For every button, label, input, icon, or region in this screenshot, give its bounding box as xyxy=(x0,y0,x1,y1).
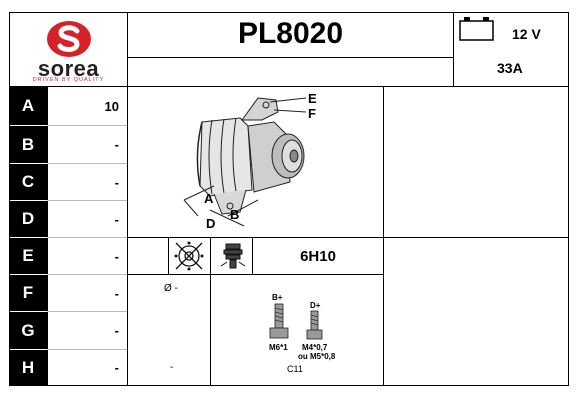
row-label-a: A xyxy=(9,87,47,125)
alternator-drawing: E F A B D xyxy=(183,91,317,231)
part-number: PL8020 xyxy=(237,17,344,50)
d-plus-label: D+ xyxy=(310,301,321,310)
b-plus-bolt-icon xyxy=(269,303,289,339)
label-f: F xyxy=(308,106,316,121)
label-a: A xyxy=(204,191,214,206)
row-value-d: - xyxy=(114,211,119,227)
b-plus-label: B+ xyxy=(272,293,283,302)
voltage-value: 12 V xyxy=(512,26,541,42)
battery-icon xyxy=(459,17,494,41)
row-value-a: 10 xyxy=(104,98,119,114)
dimension-labels: E F A B D xyxy=(204,91,317,231)
b-plus-thread: M6*1 xyxy=(269,343,288,352)
pulley-code: 6H10 xyxy=(300,248,336,265)
row-label-g: G xyxy=(9,312,47,349)
d-plus-bolt-icon xyxy=(306,310,323,340)
row-label-b: B xyxy=(9,126,47,163)
row-label-c: C xyxy=(9,164,47,200)
label-e: E xyxy=(308,91,317,106)
row-value-h: - xyxy=(114,360,119,375)
row-value-b: - xyxy=(114,137,119,152)
label-d: D xyxy=(206,216,215,231)
pulley-crossed-icon xyxy=(174,241,204,271)
row-label-e: E xyxy=(9,238,47,274)
row-value-e: - xyxy=(114,248,119,264)
brand-name: sorea xyxy=(37,56,100,81)
brand-tagline: DRIVEN BY QUALITY xyxy=(32,77,105,83)
row-label-h: H xyxy=(9,350,47,385)
row-value-c: - xyxy=(114,174,119,190)
diameter-value: Ø - xyxy=(164,283,178,294)
h-column-value: - xyxy=(170,362,174,373)
row-value-f: - xyxy=(114,285,119,301)
pulley-side-icon xyxy=(220,243,246,269)
amperage-value: 33A xyxy=(497,60,523,76)
d-plus-thread-2: ou M5*0,8 xyxy=(298,352,336,361)
row-label-d: D xyxy=(9,201,47,237)
d-plus-thread-1: M4*0,7 xyxy=(302,343,328,352)
label-b: B xyxy=(230,207,239,222)
brand-logo: sorea DRIVEN BY QUALITY xyxy=(10,13,127,86)
sorea-emblem-icon xyxy=(47,21,91,57)
connector-code: C11 xyxy=(287,364,303,374)
row-value-g: - xyxy=(114,323,119,338)
row-label-f: F xyxy=(9,275,47,311)
